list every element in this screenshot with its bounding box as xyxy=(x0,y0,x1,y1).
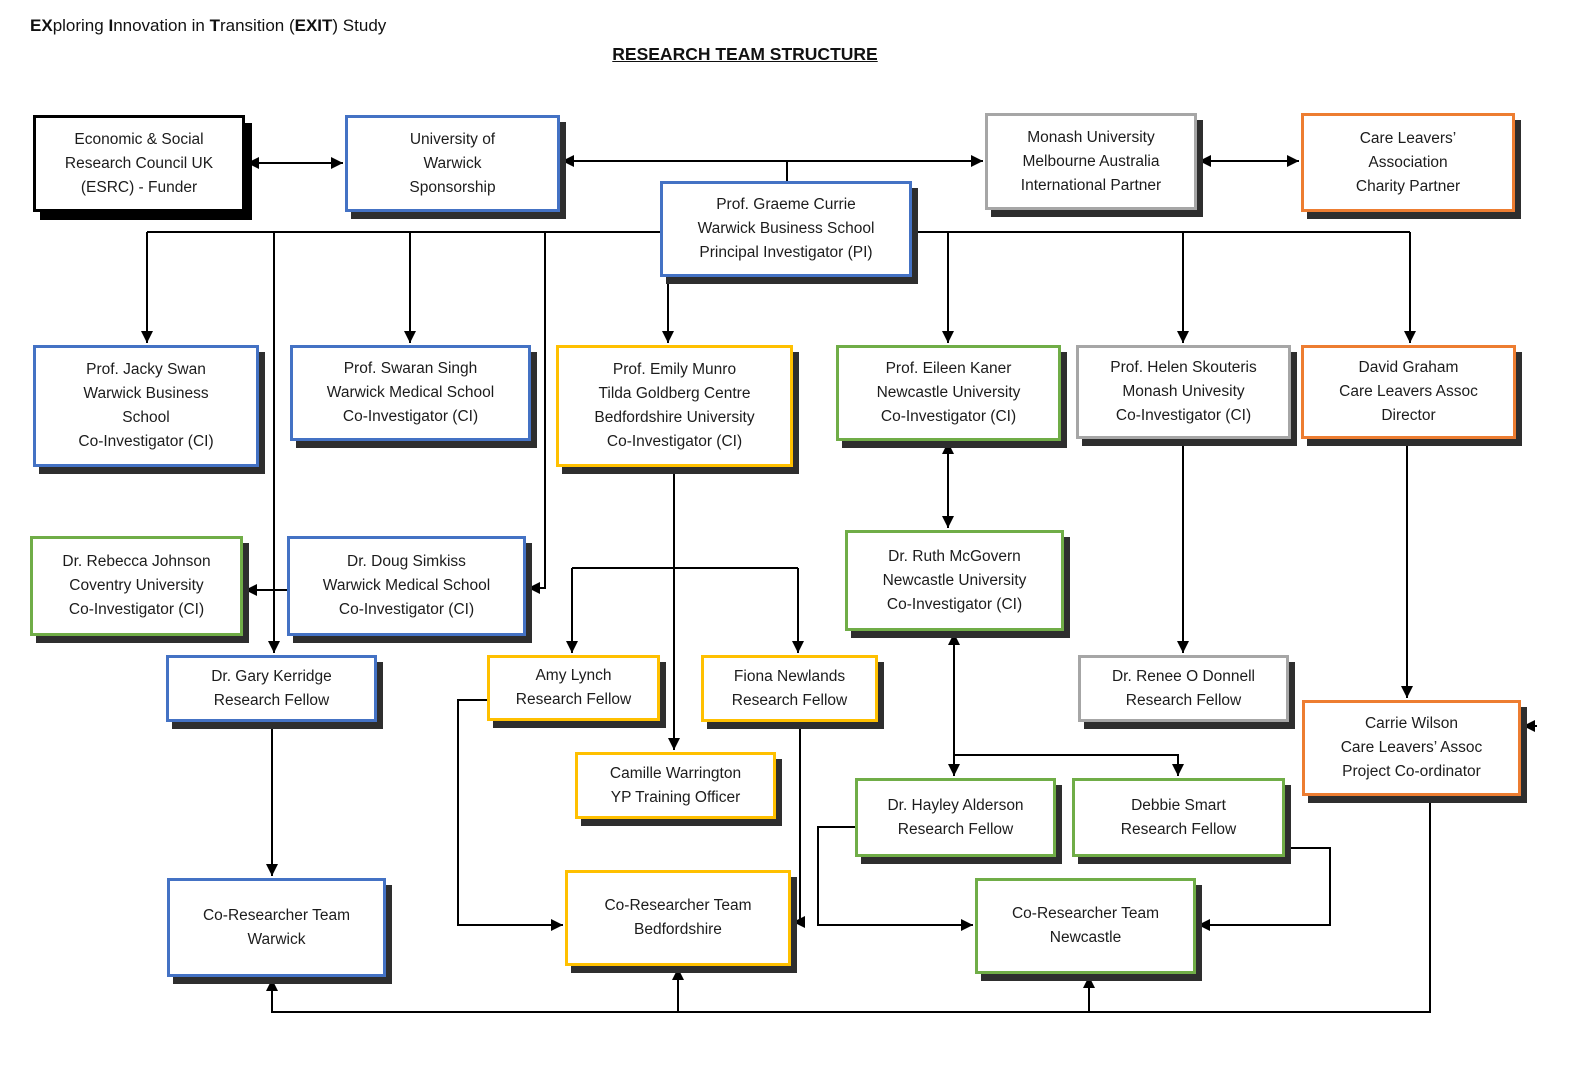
node-renee-odonnell: Dr. Renee O Donnell Research Fellow xyxy=(1078,655,1289,722)
node-warwick-sponsorship: University of Warwick Sponsorship xyxy=(345,115,560,212)
node-hayley-alderson: Dr. Hayley Alderson Research Fellow xyxy=(855,778,1056,857)
edge-debbie-teamnewcastle xyxy=(1198,847,1331,931)
node-principal-investigator: Prof. Graeme Currie Warwick Business Sch… xyxy=(660,181,912,277)
node-debbie-smart: Debbie Smart Research Fellow xyxy=(1072,778,1285,857)
node-team-warwick: Co-Researcher Team Warwick xyxy=(167,878,386,977)
edge-amy-teambeds xyxy=(457,699,563,931)
node-helen-skouteris: Prof. Helen Skouteris Monash Univesity C… xyxy=(1076,345,1291,439)
study-title: EXploring Innovation in Transition (EXIT… xyxy=(30,16,387,35)
page-title: RESEARCH TEAM STRUCTURE xyxy=(612,44,878,64)
edge-ruth-debbie xyxy=(954,754,1184,776)
node-carrie-wilson: Carrie Wilson Care Leavers’ Assoc Projec… xyxy=(1302,700,1521,796)
node-amy-lynch: Amy Lynch Research Fellow xyxy=(487,655,660,721)
node-emily-munro: Prof. Emily Munro Tilda Goldberg Centre … xyxy=(556,345,793,467)
node-eileen-kaner: Prof. Eileen Kaner Newcastle University … xyxy=(836,345,1061,441)
node-team-newcastle: Co-Researcher Team Newcastle xyxy=(975,878,1196,974)
node-camille-warrington: Camille Warrington YP Training Officer xyxy=(575,752,776,819)
node-monash-partner: Monash University Melbourne Australia In… xyxy=(985,113,1197,210)
node-esrc-funder: Economic & Social Research Council UK (E… xyxy=(33,115,245,212)
node-team-bedfordshire: Co-Researcher Team Bedfordshire xyxy=(565,870,791,966)
node-doug-simkiss: Dr. Doug Simkiss Warwick Medical School … xyxy=(287,536,526,636)
node-rebecca-johnson: Dr. Rebecca Johnson Coventry University … xyxy=(30,536,243,636)
node-swaran-singh: Prof. Swaran Singh Warwick Medical Schoo… xyxy=(290,345,531,441)
node-jacky-swan: Prof. Jacky Swan Warwick Business School… xyxy=(33,345,259,467)
edge-fiona-teambeds xyxy=(793,722,805,928)
node-ruth-mcgovern: Dr. Ruth McGovern Newcastle University C… xyxy=(845,530,1064,631)
node-gary-kerridge: Dr. Gary Kerridge Research Fellow xyxy=(166,655,377,722)
node-fiona-newlands: Fiona Newlands Research Fellow xyxy=(701,655,878,722)
node-care-leavers-association: Care Leavers’ Association Charity Partne… xyxy=(1301,113,1515,212)
node-david-graham: David Graham Care Leavers Assoc Director xyxy=(1301,345,1516,439)
